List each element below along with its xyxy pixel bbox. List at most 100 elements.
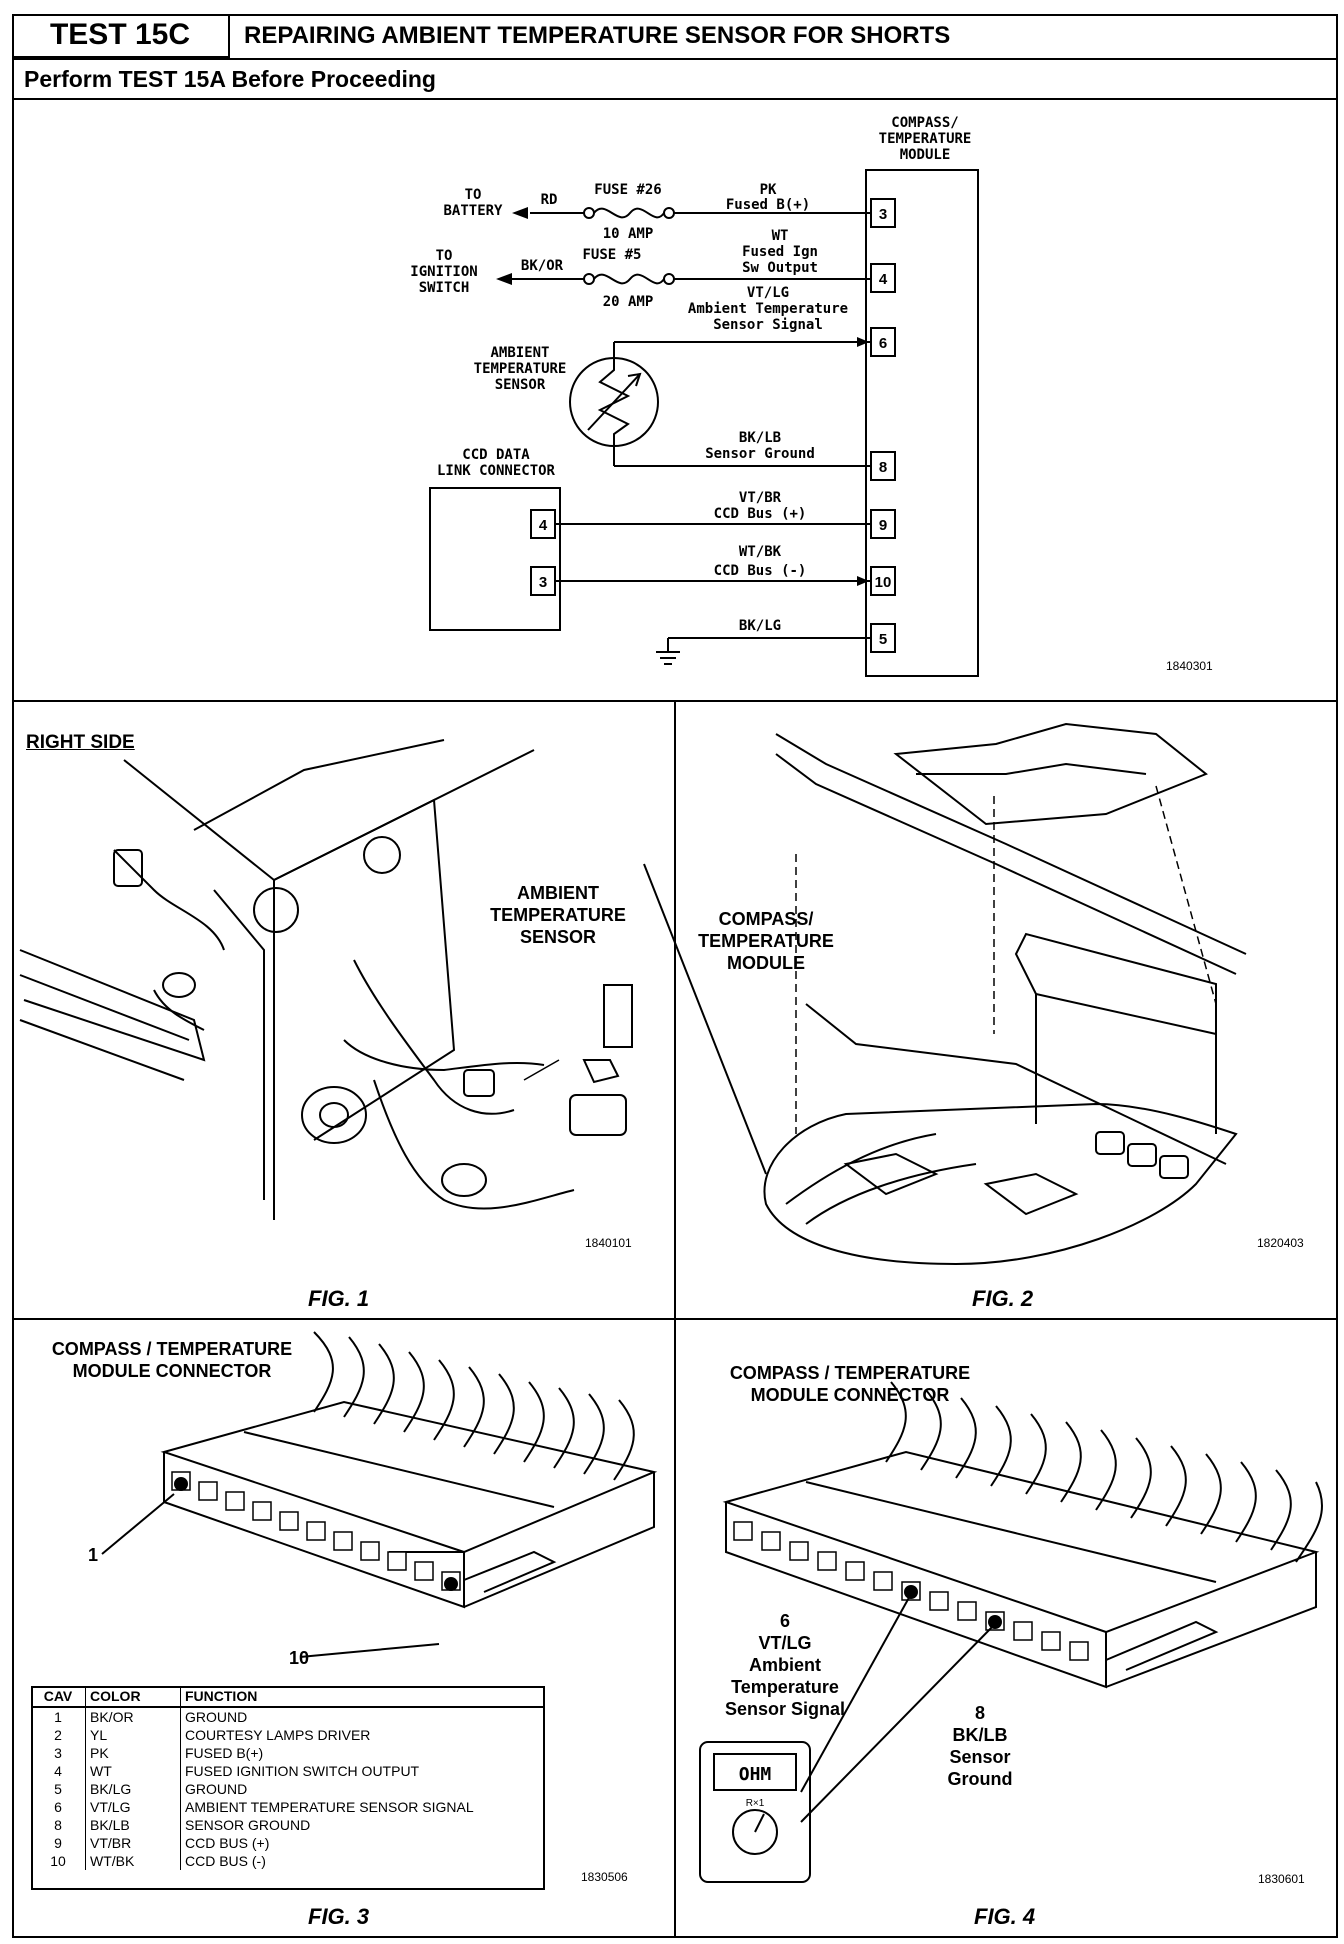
cavity-table-header: CAV COLOR FUNCTION: [31, 1686, 545, 1708]
fig3-caption: FIG. 3: [308, 1904, 370, 1929]
fig4-title: COMPASS / TEMPERATURE MODULE CONNECTOR: [700, 1362, 1000, 1406]
amp10-label: 10 AMP: [603, 226, 654, 242]
cell-cav: 4: [31, 1762, 86, 1780]
pin3-wire-1: PK: [760, 182, 777, 198]
to-battery-2: BATTERY: [443, 203, 503, 219]
cell-color: VT/BR: [85, 1834, 181, 1852]
fig1-code: 1840101: [585, 1236, 632, 1250]
cell-color: WT: [85, 1762, 181, 1780]
cell-color: VT/LG: [85, 1798, 181, 1816]
cell-cav: 2: [31, 1726, 86, 1744]
fig1-illustration: [19, 739, 633, 1220]
fig4-title-1: COMPASS / TEMPERATURE: [729, 1363, 971, 1383]
cell-color: PK: [85, 1744, 181, 1762]
fig4-pin8-label-1: 8: [974, 1703, 985, 1723]
module-box: [865, 169, 979, 677]
pin9-wire-1: VT/BR: [739, 490, 782, 506]
fig2-module-label: COMPASS/ TEMPERATURE MODULE: [671, 908, 861, 974]
ohmmeter-body: [699, 1741, 811, 1883]
fig4-caption: FIG. 4: [974, 1904, 1036, 1929]
cell-cav: 3: [31, 1744, 86, 1762]
fig1-side-label: RIGHT SIDE: [26, 732, 135, 753]
cell-function: CCD BUS (+): [185, 1835, 270, 1851]
fig1-sensor-label-1: AMBIENT: [517, 883, 599, 903]
fig2-caption: FIG. 2: [972, 1286, 1034, 1311]
cell-color: BK/LG: [85, 1780, 181, 1798]
cell-cav: 5: [31, 1780, 86, 1798]
meter-display-text: OHM: [739, 1764, 772, 1785]
sensor-label-2: TEMPERATURE: [474, 361, 567, 377]
fig2-module-label-3: MODULE: [727, 953, 805, 973]
module-label-3: MODULE: [900, 147, 951, 163]
pin9-wire-2: CCD Bus (+): [714, 506, 807, 522]
amp20-label: 20 AMP: [603, 294, 654, 310]
pin8-wire-2: Sensor Ground: [705, 446, 815, 462]
cell-function: FUSED B(+): [185, 1745, 264, 1761]
fig4-pin8-label-3: Sensor: [949, 1747, 1011, 1767]
pin3-number: 3: [879, 206, 887, 223]
pin4-wire-2: Fused Ign: [742, 244, 818, 260]
page-title: REPAIRING AMBIENT TEMPERATURE SENSOR FOR…: [244, 22, 951, 49]
ccd-label-2: LINK CONNECTOR: [437, 463, 556, 479]
pin6-number: 6: [879, 335, 887, 352]
ccd-pin4-number: 4: [539, 517, 548, 534]
cell-color: YL: [85, 1726, 181, 1744]
cell-function: GROUND: [185, 1709, 248, 1725]
module-label-1: COMPASS/: [891, 115, 958, 131]
fig1-sensor-label-3: SENSOR: [519, 927, 597, 947]
fig1-sensor-label: AMBIENT TEMPERATURE SENSOR: [483, 882, 633, 948]
fig3-code: 1830506: [581, 1870, 628, 1884]
fuse26-label: FUSE #26: [594, 182, 661, 198]
module-label-2: TEMPERATURE: [879, 131, 972, 147]
cell-function: AMBIENT TEMPERATURE SENSOR SIGNAL: [185, 1799, 474, 1815]
pin10-number: 10: [875, 574, 892, 591]
cell-cav: 6: [31, 1798, 86, 1816]
cell-color: BK/OR: [85, 1707, 181, 1726]
fig2-code: 1820403: [1257, 1236, 1304, 1250]
header-divider: [12, 58, 1338, 60]
pin6-wire-2: Ambient Temperature: [688, 301, 848, 317]
cell-function: FUSED IGNITION SWITCH OUTPUT: [185, 1763, 420, 1779]
fig2-illustration: [643, 722, 1247, 1266]
cell-cav: 1: [31, 1707, 86, 1726]
fig4-title-2: MODULE CONNECTOR: [750, 1385, 950, 1405]
pin9-number: 9: [879, 517, 887, 534]
cell-cav: 10: [31, 1852, 86, 1870]
fuse5-label: FUSE #5: [582, 247, 641, 263]
fig3-connector: [101, 1331, 658, 1658]
subtitle-divider: [12, 98, 1338, 100]
fig4-pin8-label-2: BK/LB: [952, 1725, 1008, 1745]
schematic-code: 1840301: [1166, 659, 1213, 673]
page-subtitle: Perform TEST 15A Before Proceeding: [24, 66, 436, 92]
fig2-module-label-2: TEMPERATURE: [698, 931, 834, 951]
col-function: FUNCTION: [180, 1686, 545, 1708]
cell-cav: 9: [31, 1834, 86, 1852]
col-cav: CAV: [31, 1686, 86, 1708]
fig3-title: COMPASS / TEMPERATURE MODULE CONNECTOR: [22, 1338, 322, 1382]
to-battery-1: TO: [465, 187, 482, 203]
fig3-pin10: 10: [288, 1648, 310, 1668]
pin4-wire-3: Sw Output: [742, 260, 818, 276]
to-ignition-3: SWITCH: [419, 280, 470, 296]
meter-range-text: R×1: [746, 1798, 765, 1809]
cell-cav: 8: [31, 1816, 86, 1834]
ccd-label-1: CCD DATA: [462, 447, 530, 463]
pin3-wire-2: Fused B(+): [726, 197, 810, 213]
cell-function: COURTESY LAMPS DRIVER: [185, 1727, 371, 1743]
fig4-pin8-label-4: Ground: [947, 1769, 1013, 1789]
pin8-wire-1: BK/LB: [739, 430, 781, 446]
ccd-connector-box: [429, 487, 561, 631]
rd-label: RD: [541, 192, 558, 208]
fig4-pin6-label-2: VT/LG: [758, 1633, 812, 1653]
cell-color: BK/LB: [85, 1816, 181, 1834]
sensor-label-3: SENSOR: [495, 377, 546, 393]
cell-color: WT/BK: [85, 1852, 181, 1870]
fig3-pin1: 1: [87, 1545, 98, 1565]
cell-function: GROUND: [185, 1781, 248, 1797]
